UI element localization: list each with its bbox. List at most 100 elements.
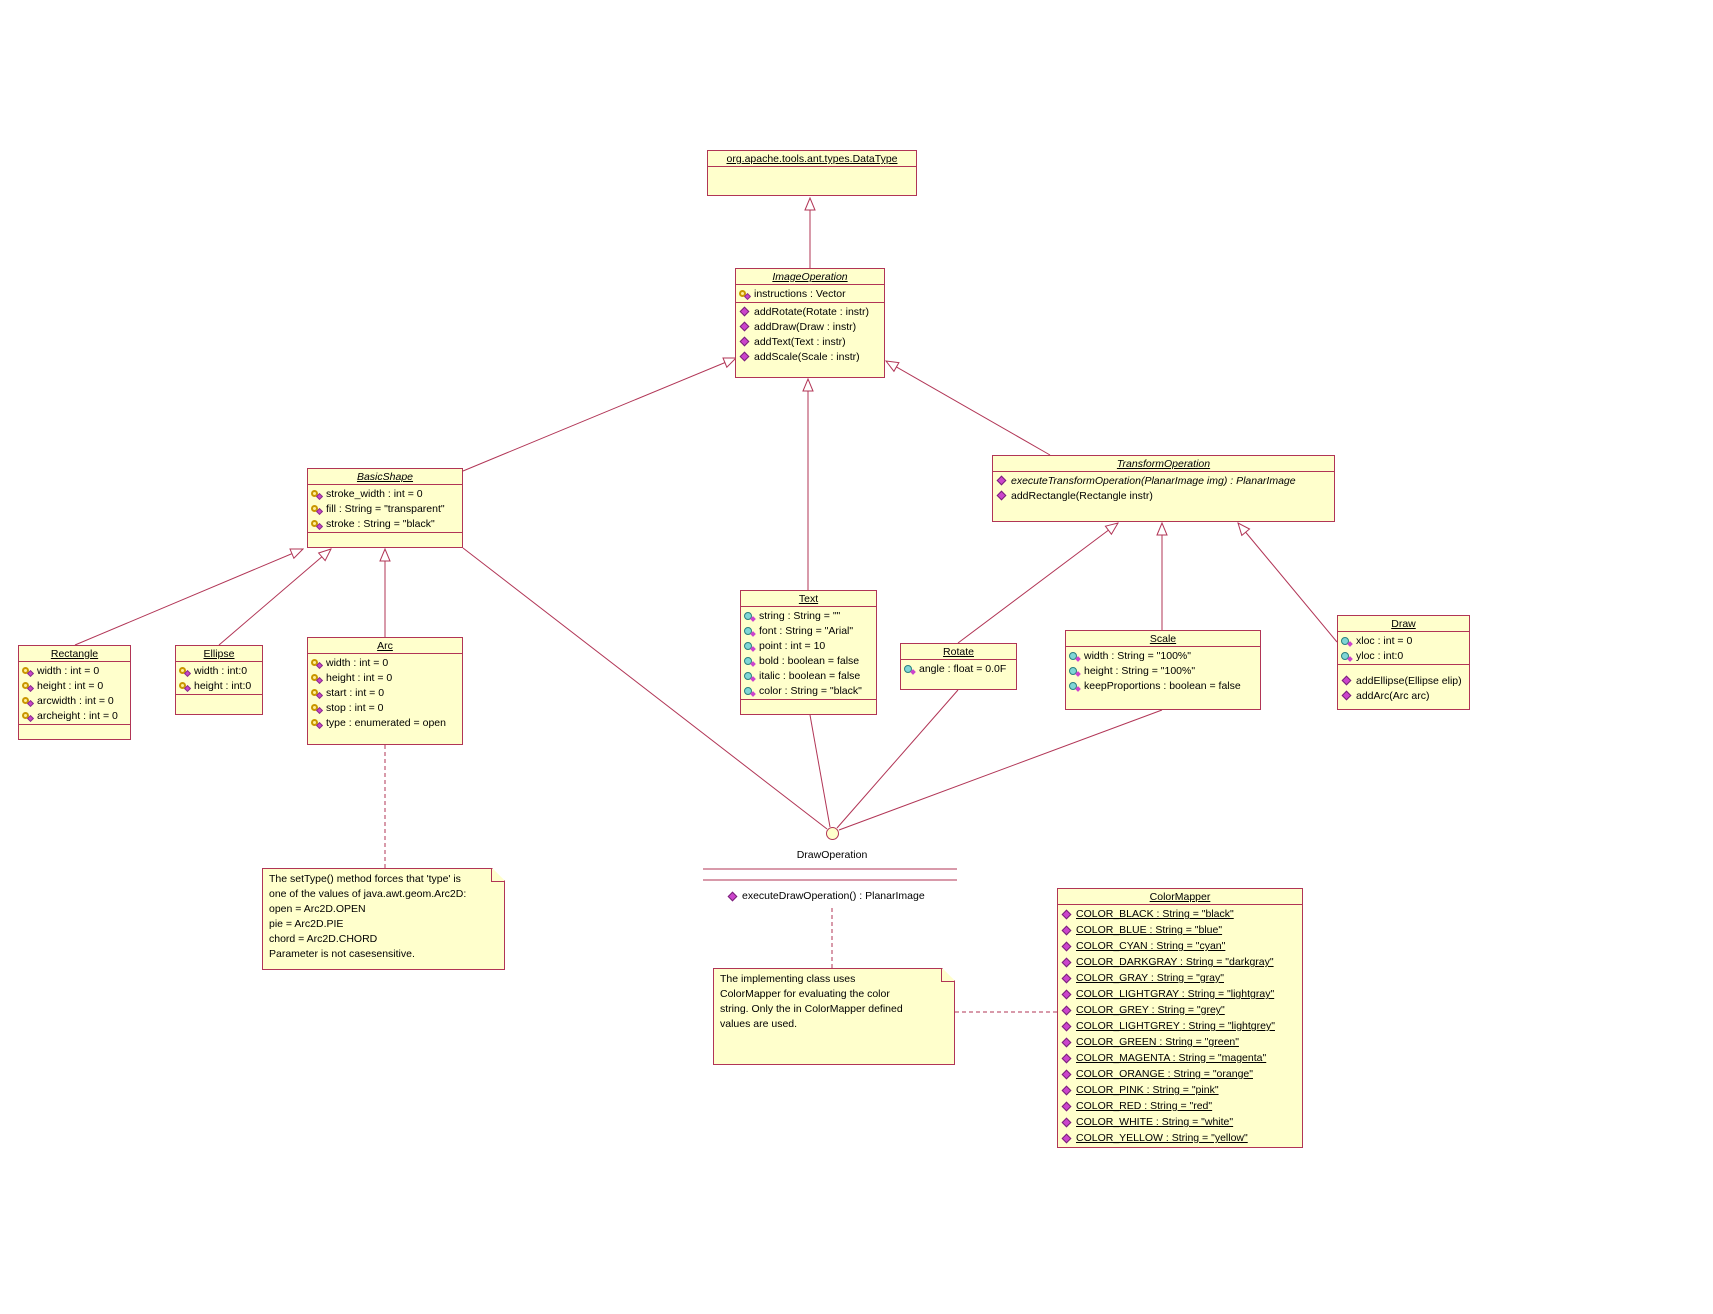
attribute: color : String = "black" [741, 683, 876, 698]
realization-text-drawoperation [809, 714, 831, 828]
static-attribute: COLOR_DARKGRAY : String = "darkgray" [1058, 954, 1302, 970]
public-static-attribute-icon [1061, 1101, 1073, 1112]
public-attribute-icon [744, 685, 756, 696]
public-method-icon [727, 891, 739, 902]
class-name: Ellipse [203, 648, 235, 660]
generalization-transformoperation-imageoperation [886, 361, 1051, 456]
public-attribute-icon [904, 663, 916, 674]
attribute: width : int = 0 [19, 663, 130, 678]
attribute: arcwidth : int = 0 [19, 693, 130, 708]
attribute: fill : String = "transparent" [308, 501, 462, 516]
class-title: Draw [1338, 616, 1469, 631]
static-attribute: COLOR_YELLOW : String = "yellow" [1058, 1130, 1302, 1146]
attribute: height : int:0 [176, 678, 262, 693]
realization-basicshape-drawoperation [462, 547, 828, 830]
public-attribute-icon [1069, 650, 1081, 661]
interface-lollipop-icon[interactable] [826, 827, 839, 840]
attribute: type : enumerated = open [308, 715, 462, 730]
class-rectangle[interactable]: Rectangle width : int = 0 height : int =… [18, 645, 131, 740]
class-name: ImageOperation [772, 271, 848, 283]
class-scale[interactable]: Scale width : String = "100%" height : S… [1065, 630, 1261, 710]
generalization-rotate-transformoperation [957, 523, 1118, 644]
class-title: Scale [1066, 631, 1260, 646]
public-attribute-icon [1069, 680, 1081, 691]
protected-attribute-icon [22, 680, 34, 691]
attribute: xloc : int = 0 [1338, 633, 1469, 648]
class-ellipse[interactable]: Ellipse width : int:0 height : int:0 [175, 645, 263, 715]
public-static-attribute-icon [1061, 1117, 1073, 1128]
public-attribute-icon [1069, 665, 1081, 676]
attribute: height : int = 0 [19, 678, 130, 693]
protected-attribute-icon [311, 702, 323, 713]
attribute: archeight : int = 0 [19, 708, 130, 723]
class-rotate[interactable]: Rotate angle : float = 0.0F [900, 643, 1017, 690]
realization-rotate-drawoperation [836, 689, 959, 829]
class-title: ColorMapper [1058, 889, 1302, 904]
method: addEllipse(Ellipse elip) [1338, 673, 1469, 688]
static-attribute: COLOR_CYAN : String = "cyan" [1058, 938, 1302, 954]
public-method-icon [739, 336, 751, 347]
class-transform-operation[interactable]: TransformOperation executeTransformOpera… [992, 455, 1335, 522]
public-static-attribute-icon [1061, 973, 1073, 984]
attribute: bold : boolean = false [741, 653, 876, 668]
attribute: angle : float = 0.0F [901, 661, 1016, 676]
public-method-icon [739, 321, 751, 332]
note-colormapper-usage[interactable]: The implementing class uses ColorMapper … [713, 968, 955, 1065]
attribute: width : int = 0 [308, 655, 462, 670]
attributes-compartment [708, 166, 916, 195]
attribute: width : int:0 [176, 663, 262, 678]
class-draw[interactable]: Draw xloc : int = 0 yloc : int:0 addElli… [1337, 615, 1470, 710]
protected-attribute-icon [311, 518, 323, 529]
static-attribute: COLOR_PINK : String = "pink" [1058, 1082, 1302, 1098]
static-attribute: COLOR_MAGENTA : String = "magenta" [1058, 1050, 1302, 1066]
public-static-attribute-icon [1061, 957, 1073, 968]
public-attribute-icon [1341, 635, 1353, 646]
static-attribute: COLOR_WHITE : String = "white" [1058, 1114, 1302, 1130]
public-static-attribute-icon [1061, 989, 1073, 1000]
static-attribute: COLOR_RED : String = "red" [1058, 1098, 1302, 1114]
generalization-draw-transformoperation [1238, 523, 1338, 643]
attributes-compartment: stroke_width : int = 0 fill : String = "… [308, 484, 462, 532]
class-image-operation[interactable]: ImageOperation instructions : Vector add… [735, 268, 885, 378]
public-static-attribute-icon [1061, 925, 1073, 936]
class-title: BasicShape [308, 469, 462, 484]
class-title: Rectangle [19, 646, 130, 661]
public-static-attribute-icon [1061, 1037, 1073, 1048]
attributes-compartment: width : int = 0 height : int = 0 arcwidt… [19, 661, 130, 724]
class-title: ImageOperation [736, 269, 884, 284]
public-static-attribute-icon [1061, 1133, 1073, 1144]
static-attribute: COLOR_GREY : String = "grey" [1058, 1002, 1302, 1018]
class-name: BasicShape [356, 471, 414, 483]
attribute: height : int = 0 [308, 670, 462, 685]
class-name: Rectangle [50, 648, 99, 660]
protected-attribute-icon [311, 657, 323, 668]
protected-attribute-icon [311, 717, 323, 728]
class-basic-shape[interactable]: BasicShape stroke_width : int = 0 fill :… [307, 468, 463, 548]
class-datatype[interactable]: org.apache.tools.ant.types.DataType [707, 150, 917, 196]
public-attribute-icon [744, 670, 756, 681]
realization-scale-drawoperation [838, 709, 1163, 831]
static-attribute: COLOR_BLUE : String = "blue" [1058, 922, 1302, 938]
class-name: Text [798, 593, 819, 605]
note-arc-settype[interactable]: The setType() method forces that 'type' … [262, 868, 505, 970]
methods-compartment [741, 699, 876, 714]
attribute: stroke : String = "black" [308, 516, 462, 531]
protected-attribute-icon [311, 672, 323, 683]
methods-compartment [176, 694, 262, 714]
methods-compartment [19, 724, 130, 739]
attributes-compartment: width : int = 0 height : int = 0 start :… [308, 653, 462, 744]
attribute: start : int = 0 [308, 685, 462, 700]
class-color-mapper[interactable]: ColorMapper COLOR_BLACK : String = "blac… [1057, 888, 1303, 1148]
class-arc[interactable]: Arc width : int = 0 height : int = 0 sta… [307, 637, 463, 745]
methods-compartment: addRotate(Rotate : instr) addDraw(Draw :… [736, 302, 884, 377]
interface-method: executeDrawOperation() : PlanarImage [727, 890, 925, 902]
protected-attribute-icon [22, 695, 34, 706]
public-static-attribute-icon [1061, 1021, 1073, 1032]
method: addRotate(Rotate : instr) [736, 304, 884, 319]
class-text[interactable]: Text string : String = "" font : String … [740, 590, 877, 715]
static-attribute: COLOR_ORANGE : String = "orange" [1058, 1066, 1302, 1082]
protected-attribute-icon [311, 503, 323, 514]
class-title: Arc [308, 638, 462, 653]
static-attribute: COLOR_BLACK : String = "black" [1058, 906, 1302, 922]
